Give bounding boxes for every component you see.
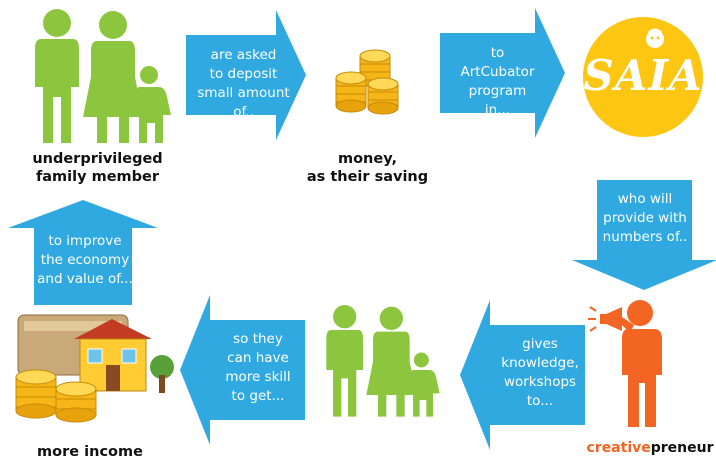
creativepreneur-prefix: creative	[586, 440, 651, 456]
arrow-2-line: ArtCubator	[460, 64, 535, 80]
arrow-5-line: to get...	[231, 388, 285, 404]
arrow-1-line: to deposit	[209, 66, 278, 82]
saia-logo-text: SAIA	[583, 51, 703, 100]
megaphone-person-icon	[588, 300, 662, 427]
income-label: more income	[5, 443, 175, 461]
arrow-left-5	[180, 295, 305, 445]
arrow-2-line: program	[468, 83, 527, 99]
arrow-1-line: are asked	[210, 47, 277, 63]
coins-icon	[335, 49, 399, 115]
arrow-2-line: in...	[484, 102, 511, 118]
arrow-1-line: small amount	[197, 85, 290, 101]
creativepreneur-suffix: preneur	[650, 440, 714, 456]
arrow-4-line: workshops	[503, 374, 577, 390]
arrow-5-line: can have	[227, 350, 289, 366]
arrow-5-text: so they can have more skill to get...	[208, 330, 308, 406]
money-label-line1: money,	[337, 151, 398, 167]
arrow-3-line: provide with	[603, 210, 687, 226]
family-top-label-line1: underprivileged	[32, 151, 163, 167]
arrow-2-line: to	[490, 45, 505, 61]
house-coins-icon	[15, 314, 174, 423]
saia-logo: SAIA	[583, 17, 703, 137]
family-top-label-line2: family member	[35, 169, 160, 185]
family-icon	[35, 9, 171, 143]
arrow-5-line: more skill	[225, 369, 291, 385]
arrow-3-line: numbers of..	[602, 229, 688, 245]
arrow-4-line: gives	[522, 336, 558, 352]
arrow-left-4	[460, 300, 585, 450]
arrow-6-line: to improve	[48, 233, 122, 249]
money-label-line2: as their saving	[306, 169, 429, 185]
arrow-1-line: of..	[233, 104, 254, 120]
arrow-3-line: who will	[617, 191, 673, 207]
family-icon	[326, 305, 440, 417]
arrow-4-line: knowledge,	[501, 355, 579, 371]
arrow-right-2	[440, 8, 565, 138]
arrow-4-line: to...	[526, 393, 554, 409]
arrow-5-line: so they	[233, 331, 283, 347]
arrow-6-line: and value of...	[37, 271, 133, 287]
arrow-down-3	[572, 180, 716, 290]
money-label: money, as their saving	[300, 150, 435, 186]
income-label-line1: more income	[37, 444, 143, 460]
creativepreneur-label: creativepreneur	[585, 440, 715, 456]
arrow-6-line: the economy	[40, 252, 130, 268]
saia-face-icon	[646, 28, 664, 48]
arrow-1-text: are asked to deposit small amount of..	[186, 46, 301, 122]
arrow-6-text: to improve the economy and value of...	[25, 232, 145, 289]
arrow-up-6	[8, 200, 158, 305]
arrow-2-text: to ArtCubator program in...	[440, 44, 555, 120]
arrow-3-text: who will provide with numbers of..	[590, 190, 700, 247]
arrow-4-text: gives knowledge, workshops to...	[490, 335, 590, 411]
family-top-label: underprivileged family member	[10, 150, 185, 186]
arrow-right-1	[186, 10, 306, 140]
